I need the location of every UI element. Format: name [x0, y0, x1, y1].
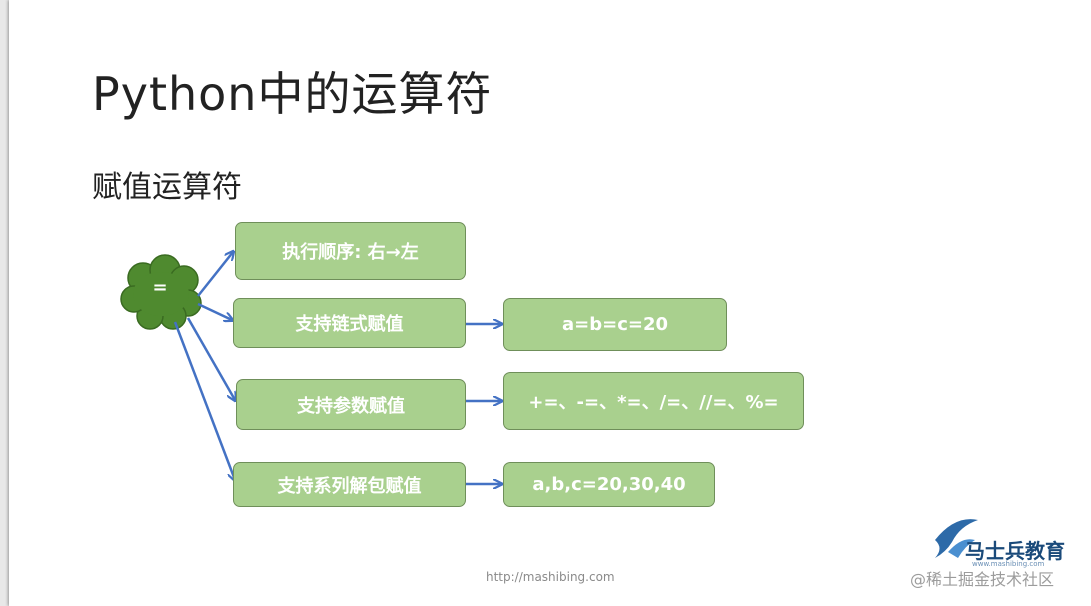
logo-mark — [935, 519, 978, 558]
brand-logo-sub: www.mashibing.com — [972, 560, 1045, 568]
footer-url: http://mashibing.com — [486, 570, 615, 584]
example-param: +=、-=、*=、/=、//=、%= — [503, 372, 804, 430]
node-exec-order: 执行顺序: 右→左 — [235, 222, 466, 280]
arrow-to-param — [186, 317, 235, 400]
cloud-shape — [120, 254, 202, 330]
watermark: @稀土掘金技术社区 — [910, 570, 1055, 589]
example-unpack: a,b,c=20,30,40 — [503, 462, 715, 507]
window-edge — [0, 0, 9, 606]
node-chain-assignment: 支持链式赋值 — [233, 298, 466, 348]
slide-subtitle: 赋值运算符 — [92, 170, 242, 205]
example-chain: a=b=c=20 — [503, 298, 727, 351]
arrow-to-unpack — [173, 321, 235, 480]
node-param-assignment: 支持参数赋值 — [236, 379, 466, 430]
root-operator-label: = — [152, 277, 168, 298]
arrow-to-chain — [197, 302, 232, 320]
node-unpack-assignment: 支持系列解包赋值 — [233, 462, 466, 507]
brand-logo-name: 马士兵教育 — [965, 539, 1065, 563]
slide-title: Python中的运算符 — [92, 67, 493, 121]
arrow-to-exec-order — [197, 252, 233, 297]
